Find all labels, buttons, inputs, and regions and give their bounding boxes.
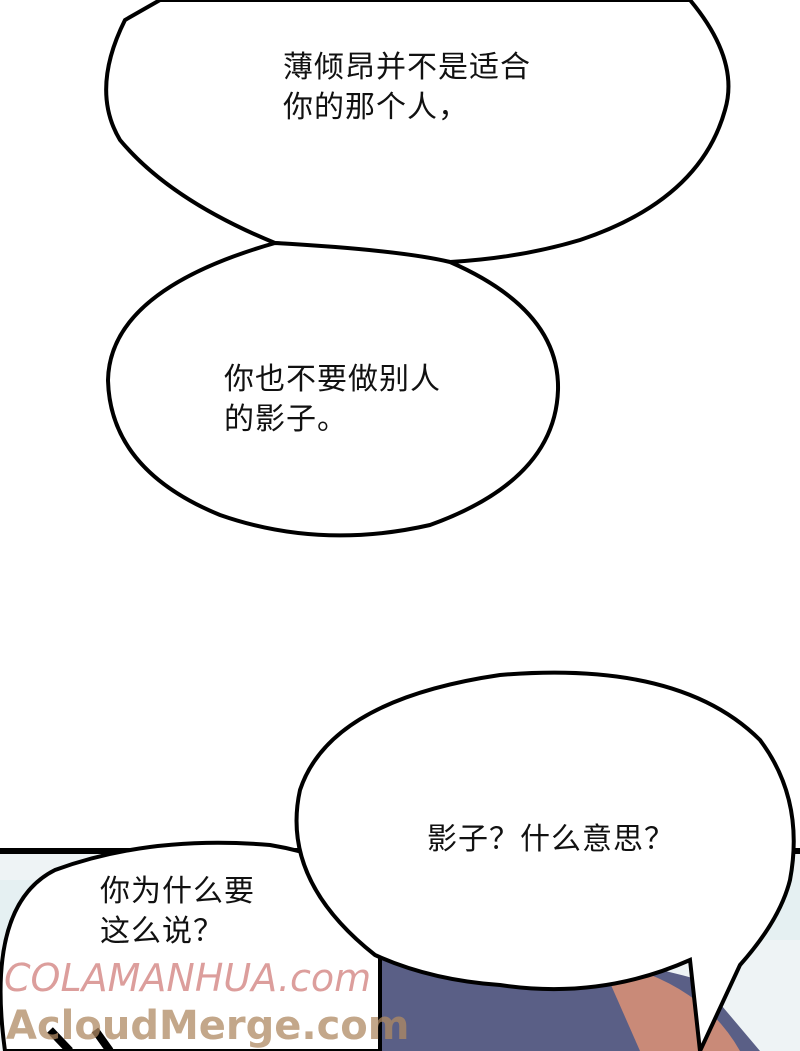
bubble-1-line-2: 你的那个人， xyxy=(283,90,469,125)
speech-bubble-2 xyxy=(105,240,561,538)
bubble-3-line-1: 影子？什么意思？ xyxy=(427,822,675,857)
bubble-2-text: 你也不要做别人 的影子。 xyxy=(224,360,441,440)
bubble-3-text: 影子？什么意思？ xyxy=(427,820,675,860)
bubble-4-line-1: 你为什么要 xyxy=(100,874,255,909)
speech-bubble-1 xyxy=(104,0,731,265)
watermark-colamanhua: COLAMANHUA.com xyxy=(4,956,372,1000)
ink-strokes xyxy=(47,1027,114,1051)
bubble-4-text: 你为什么要 这么说？ xyxy=(100,872,255,952)
bubble-4-line-2: 这么说？ xyxy=(100,914,224,949)
speech-bubble-3 xyxy=(294,670,796,1051)
bubble-2-line-1: 你也不要做别人 xyxy=(224,362,441,397)
bubble-1-line-1: 薄倾昂并不是适合 xyxy=(283,50,531,85)
bubble-1-text: 薄倾昂并不是适合 你的那个人， xyxy=(283,48,531,128)
bubble-2-line-2: 的影子。 xyxy=(224,402,348,437)
watermark-acloudmerge: AcloudMerge.com xyxy=(6,1003,410,1049)
